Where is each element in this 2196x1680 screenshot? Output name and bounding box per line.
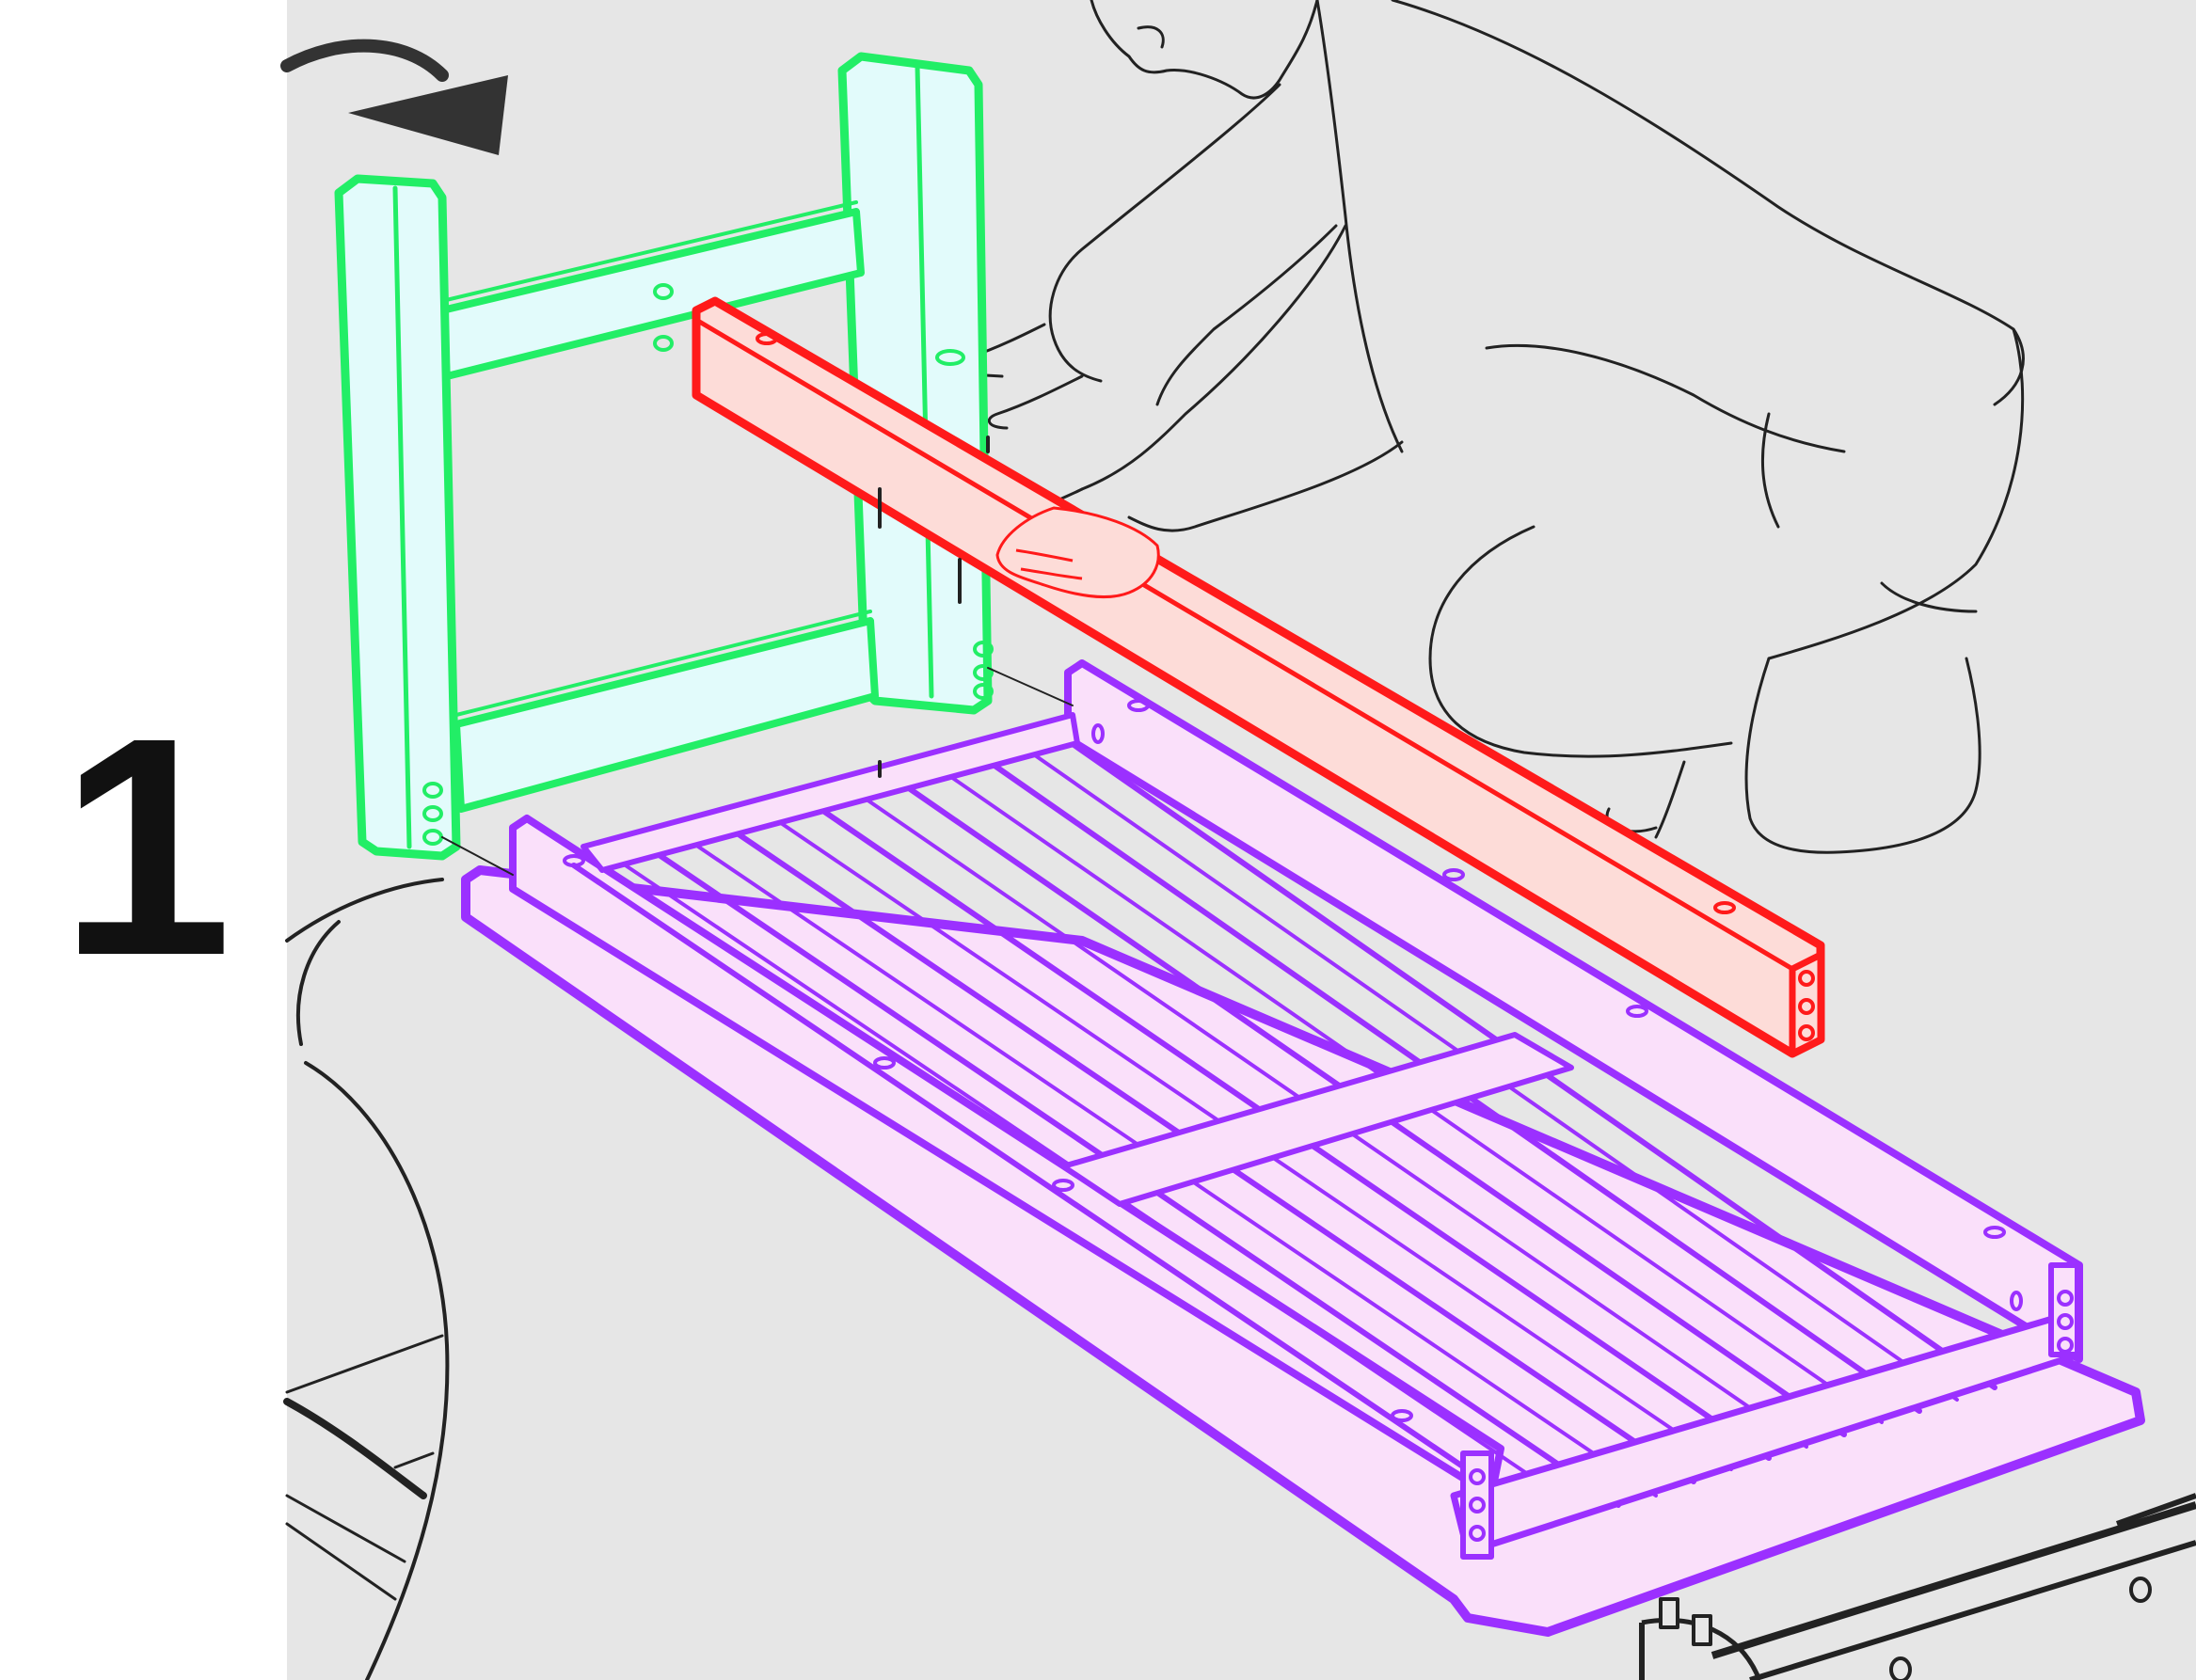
tabletop bbox=[466, 663, 2140, 1632]
rotate-arrow-icon bbox=[287, 46, 508, 155]
detail-magnifier-icon bbox=[287, 880, 447, 1680]
